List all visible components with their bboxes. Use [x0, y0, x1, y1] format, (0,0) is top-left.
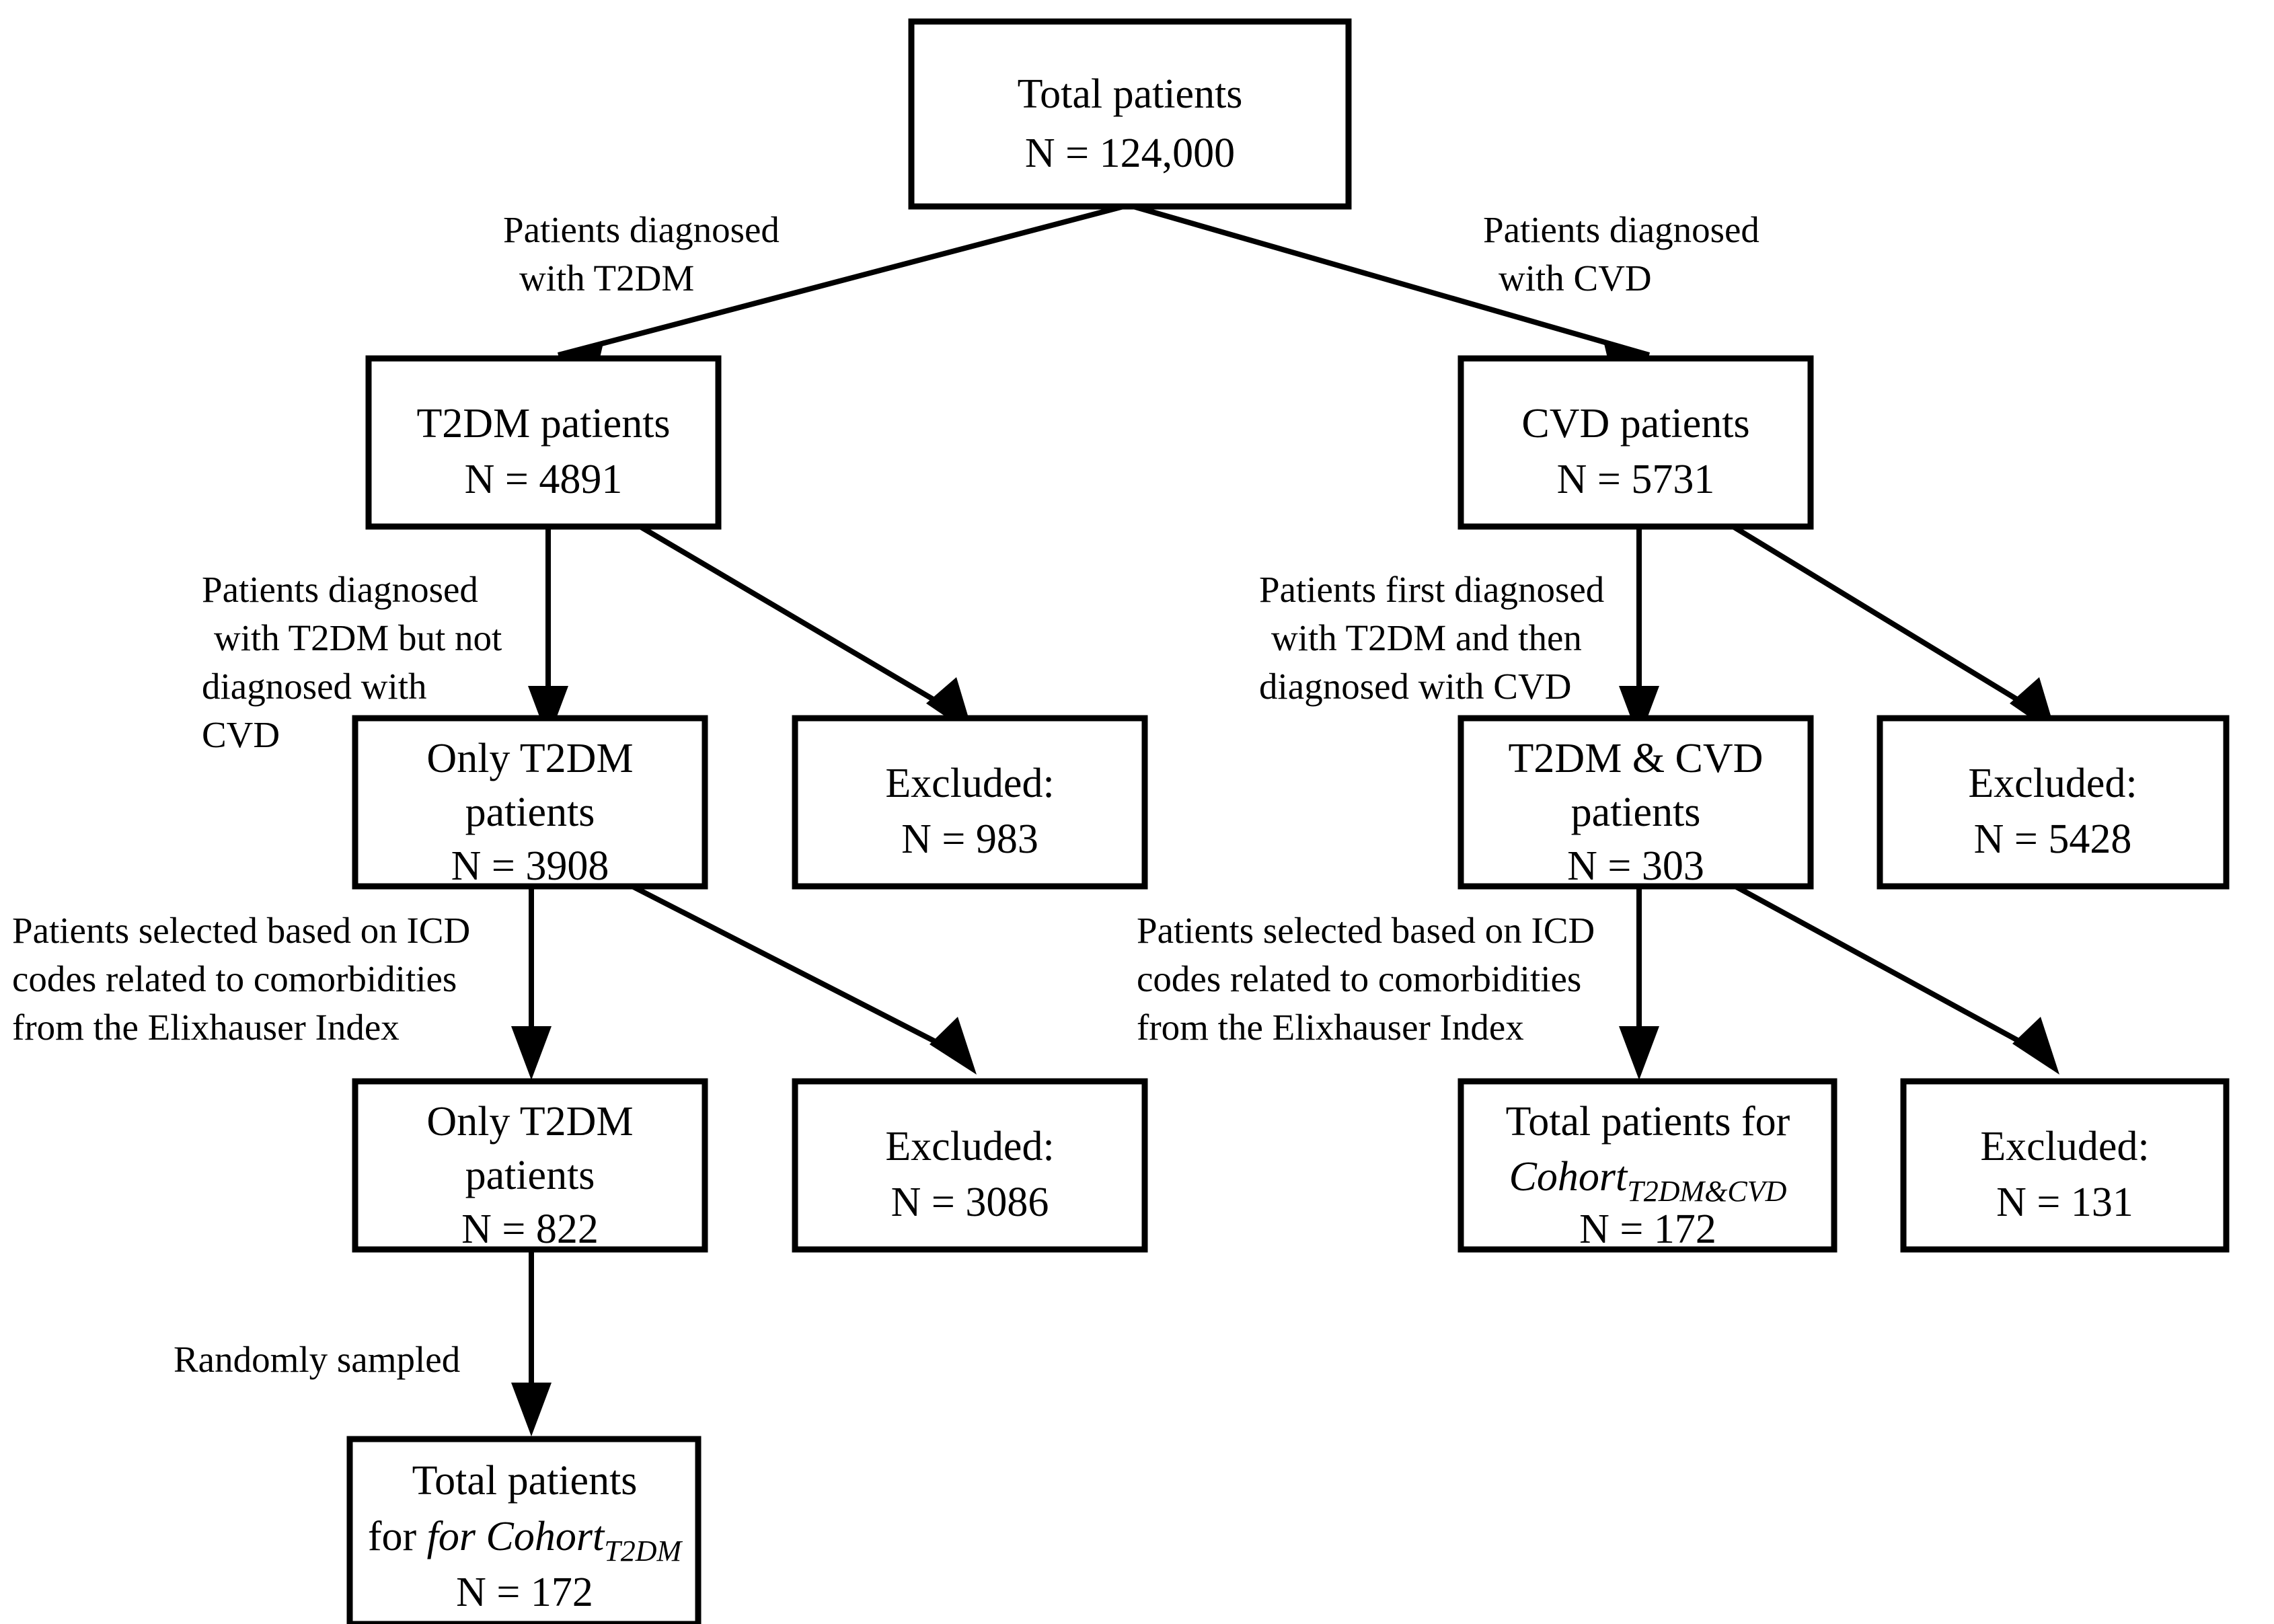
node-cohort-t2dm-172-cohort-line: for for CohortT2DM — [368, 1514, 683, 1568]
edge-label-t2dm-not-cvd-line1: Patients diagnosed — [202, 569, 478, 610]
node-t2dm-patients[interactable]: T2DM patients N = 4891 — [365, 355, 722, 530]
arrowhead-3908-to-822 — [511, 1026, 552, 1080]
node-cohort-t2dm-172-line3: N = 172 — [456, 1570, 593, 1615]
node-cohort-t2dm-cvd-172[interactable]: Total patients for CohortT2DM&CVD N = 17… — [1457, 1078, 1837, 1253]
node-t2dm-cvd-303-rect — [1457, 715, 1814, 890]
connector-3908-to-excluded-3086 — [631, 884, 964, 1058]
node-cohort-t2dm-cvd-172-rect — [1457, 1078, 1837, 1253]
node-only-t2dm-3908-rect — [352, 715, 708, 890]
edge-label-t2dm-not-cvd-line3: diagnosed with — [202, 666, 427, 707]
node-t2dm-cvd-303-line1: T2DM & CVD — [1509, 736, 1764, 781]
node-total-patients-rect — [908, 18, 1352, 210]
edge-label-t2dm-branch: Patients diagnosed with T2DM — [503, 209, 780, 299]
node-excluded-5428[interactable]: Excluded: N = 5428 — [1877, 715, 2230, 890]
node-excluded-131-line2: N = 131 — [1996, 1180, 2133, 1225]
edge-label-t2dm-then-cvd-line1: Patients first diagnosed — [1259, 569, 1604, 610]
for-word: for — [368, 1514, 427, 1559]
node-only-t2dm-3908-line3: N = 3908 — [451, 843, 609, 889]
node-excluded-131-line1: Excluded: — [1980, 1124, 2149, 1169]
node-only-t2dm-3908-line1: Only T2DM — [426, 736, 633, 781]
node-only-t2dm-822-line3: N = 822 — [461, 1206, 599, 1252]
node-excluded-983[interactable]: Excluded: N = 983 — [792, 715, 1148, 890]
node-cohort-t2dm-cvd-172-cohort-line: CohortT2DM&CVD — [1509, 1154, 1787, 1208]
edge-label-t2dm-branch-line1: Patients diagnosed — [503, 209, 780, 250]
node-t2dm-patients-line2: N = 4891 — [465, 457, 623, 502]
node-only-t2dm-822-line2: patients — [465, 1153, 595, 1198]
edge-label-cvd-branch: Patients diagnosed with CVD — [1483, 209, 1759, 299]
edge-label-randomly-sampled: Randomly sampled — [174, 1339, 460, 1380]
edge-label-t2dm-then-cvd: Patients first diagnosed with T2DM and t… — [1259, 569, 1604, 707]
connector-cvd-to-excluded-5428 — [1730, 523, 2047, 719]
node-total-patients-line2: N = 124,000 — [1025, 130, 1235, 176]
node-only-t2dm-822[interactable]: Only T2DM patients N = 822 — [352, 1078, 708, 1253]
arrowhead-303-to-excluded-131 — [2012, 1017, 2059, 1075]
node-excluded-131-rect — [1900, 1078, 2230, 1253]
cohort-subscript-right: T2DM&CVD — [1627, 1175, 1786, 1208]
edge-label-t2dm-not-cvd-line4: CVD — [202, 714, 280, 755]
node-excluded-5428-line2: N = 5428 — [1974, 816, 2132, 862]
node-cvd-patients-line2: N = 5731 — [1557, 457, 1715, 502]
node-excluded-983-line2: N = 983 — [901, 816, 1038, 862]
node-cohort-t2dm-172[interactable]: Total patients for for CohortT2DM N = 17… — [346, 1436, 702, 1624]
node-excluded-131[interactable]: Excluded: N = 131 — [1900, 1078, 2230, 1253]
node-cohort-t2dm-cvd-172-line3: N = 172 — [1579, 1206, 1716, 1252]
node-t2dm-patients-rect — [365, 355, 722, 530]
node-cvd-patients-line1: CVD patients — [1521, 401, 1749, 447]
edge-label-t2dm-branch-line2: with T2DM — [519, 258, 694, 299]
node-excluded-5428-line1: Excluded: — [1968, 761, 2137, 806]
node-t2dm-cvd-303-line2: patients — [1571, 789, 1701, 835]
node-t2dm-patients-line1: T2DM patients — [416, 401, 670, 447]
edge-label-icd-right-line1: Patients selected based on ICD — [1137, 910, 1595, 951]
node-t2dm-cvd-303-line3: N = 303 — [1567, 843, 1704, 889]
node-cohort-t2dm-cvd-172-line1: Total patients for — [1506, 1099, 1790, 1145]
node-excluded-3086[interactable]: Excluded: N = 3086 — [792, 1078, 1148, 1253]
node-excluded-983-rect — [792, 715, 1148, 890]
cohort-word-left: for Cohort — [427, 1514, 605, 1559]
node-only-t2dm-822-line1: Only T2DM — [426, 1099, 633, 1145]
node-excluded-3086-line1: Excluded: — [885, 1124, 1054, 1169]
edge-label-icd-left-line1: Patients selected based on ICD — [12, 910, 470, 951]
node-total-patients-line1: Total patients — [1018, 71, 1243, 117]
connector-t2dm-to-excluded-983 — [637, 523, 964, 719]
node-excluded-3086-line2: N = 3086 — [891, 1180, 1049, 1225]
cohort-subscript-left: T2DM — [604, 1535, 683, 1568]
edge-label-t2dm-then-cvd-line3: diagnosed with CVD — [1259, 666, 1571, 707]
node-excluded-5428-rect — [1877, 715, 2230, 890]
edge-label-icd-left: Patients selected based on ICD codes rel… — [12, 910, 470, 1048]
arrowhead-cvd-to-t2dm-cvd — [1619, 686, 1659, 740]
node-cohort-t2dm-172-rect — [346, 1436, 702, 1624]
edge-label-icd-left-line3: from the Elixhauser Index — [12, 1007, 400, 1048]
node-excluded-3086-rect — [792, 1078, 1148, 1253]
edge-label-t2dm-not-cvd: Patients diagnosed with T2DM but not dia… — [202, 569, 502, 755]
connector-total-to-t2dm — [557, 202, 1130, 358]
arrowhead-t2dm-to-only-t2dm — [528, 686, 568, 740]
edge-label-icd-left-line2: codes related to comorbidities — [12, 958, 457, 999]
node-only-t2dm-822-rect — [352, 1078, 708, 1253]
connector-total-to-cvd — [1127, 202, 1651, 358]
edge-label-t2dm-not-cvd-line2: with T2DM but not — [214, 617, 502, 658]
edge-label-icd-right-line2: codes related to comorbidities — [1137, 958, 1581, 999]
arrowhead-3908-to-excluded-3086 — [930, 1017, 977, 1075]
node-only-t2dm-3908[interactable]: Only T2DM patients N = 3908 — [352, 715, 708, 890]
node-cvd-patients-rect — [1457, 355, 1814, 530]
edge-label-cvd-branch-line1: Patients diagnosed — [1483, 209, 1759, 250]
node-cohort-t2dm-172-line1: Total patients — [412, 1458, 638, 1504]
arrowhead-303-to-cohort — [1619, 1026, 1659, 1080]
cohort-word-right: Cohort — [1509, 1154, 1628, 1200]
node-t2dm-cvd-303[interactable]: T2DM & CVD patients N = 303 — [1457, 715, 1814, 890]
edge-label-icd-right-line3: from the Elixhauser Index — [1137, 1007, 1524, 1048]
node-excluded-983-line1: Excluded: — [885, 761, 1054, 806]
arrowhead-822-to-cohort-t2dm — [511, 1383, 552, 1436]
edge-label-randomly-sampled-line1: Randomly sampled — [174, 1339, 460, 1380]
node-only-t2dm-3908-line2: patients — [465, 789, 595, 835]
edge-label-icd-right: Patients selected based on ICD codes rel… — [1137, 910, 1595, 1048]
connector-303-to-excluded-131 — [1734, 884, 2047, 1058]
node-total-patients[interactable]: Total patients N = 124,000 — [908, 18, 1352, 210]
edge-label-cvd-branch-line2: with CVD — [1499, 258, 1652, 299]
edge-label-t2dm-then-cvd-line2: with T2DM and then — [1271, 617, 1582, 658]
node-cvd-patients[interactable]: CVD patients N = 5731 — [1457, 355, 1814, 530]
